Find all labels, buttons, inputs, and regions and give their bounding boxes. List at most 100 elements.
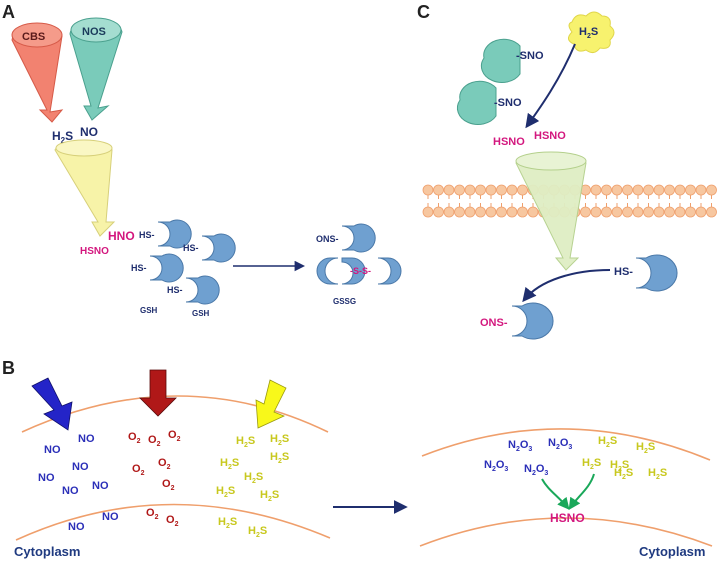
lipid-head (622, 206, 633, 218)
o2-molecule: O2 (146, 507, 159, 521)
lipid-head (674, 206, 686, 218)
c-hs-label: HS- (614, 266, 633, 278)
no-molecule: NO (102, 511, 119, 523)
lipid-head (611, 184, 623, 196)
c-hs-protein (635, 254, 678, 292)
n2o3-molecule: N2O3 (484, 459, 508, 473)
no-molecule: NO (78, 433, 95, 445)
b-cytoplasm-left: Cytoplasm (14, 544, 80, 559)
o2-molecule: O2 (166, 514, 179, 528)
h2s-molecule: H2S (218, 516, 237, 530)
h2s-cloud (568, 11, 615, 54)
h2s-molecule: H2S (636, 441, 655, 455)
lipid-head (433, 206, 444, 218)
h2s-molecule: H2S (270, 451, 289, 465)
lipid-head (443, 184, 455, 196)
h2s-molecule: H2S (260, 489, 279, 503)
lipid-head (517, 184, 528, 196)
ons-protein-a (341, 223, 376, 253)
lipid-head (433, 184, 444, 196)
lipid-head (475, 206, 486, 218)
gsh-protein-2 (201, 233, 236, 263)
no-molecule: NO (72, 461, 89, 473)
c-ons-protein (511, 302, 554, 340)
lipid-head (422, 184, 434, 196)
lipid-head (517, 206, 528, 218)
b-left-inner-membrane (15, 503, 331, 541)
lipid-head (454, 184, 465, 196)
lipid-head (611, 206, 623, 218)
lipid-head (664, 206, 675, 218)
lipid-head (685, 206, 696, 218)
lipid-head (475, 184, 486, 196)
lipid-head (496, 206, 507, 218)
a-hno-label: HNO (108, 229, 135, 243)
h2s-molecule: H2S (220, 457, 239, 471)
b-yellow-arrow (255, 379, 287, 429)
b-red-arrow (139, 369, 177, 417)
a-ons-label: ONS- (316, 234, 339, 244)
a-h2s-label: H2S (52, 129, 73, 145)
lipid-head (496, 184, 507, 196)
b-green-arrow-right (568, 473, 595, 510)
c-sno-label-1: -SNO (516, 50, 544, 62)
o2-molecule: O2 (132, 463, 145, 477)
lipid-head (590, 206, 602, 218)
gsh-protein-3 (149, 253, 184, 283)
hs-label-1: HS- (139, 230, 155, 240)
lipid-head (695, 206, 707, 218)
lipid-head (506, 184, 518, 196)
b-blue-arrow (31, 377, 73, 431)
no-molecule: NO (38, 472, 55, 484)
panel-label-a: A (2, 2, 15, 22)
gsh-label-1: GSH (140, 306, 158, 315)
c-ons-arrow (522, 269, 611, 303)
lipid-head (706, 184, 717, 196)
h2s-molecule: H2S (648, 467, 667, 481)
cbs-label: CBS (22, 31, 45, 43)
no-molecule: NO (68, 521, 85, 533)
o2-molecule: O2 (128, 431, 141, 445)
gsh-protein-4 (185, 275, 220, 305)
c-hsno-label-1: HSNO (493, 136, 525, 148)
lipid-head (622, 184, 633, 196)
lipid-head (527, 206, 539, 218)
o2-molecule: O2 (162, 478, 175, 492)
lipid-head (506, 206, 518, 218)
lipid-head (590, 184, 602, 196)
h2s-molecule: H2S (236, 435, 255, 449)
lipid-head (664, 184, 675, 196)
o2-molecule: O2 (158, 457, 171, 471)
gsh-protein-1 (157, 219, 192, 249)
lipid-head (653, 184, 665, 196)
h2s-molecule: H2S (244, 471, 263, 485)
h2s-molecule: H2S (614, 467, 633, 481)
hs-label-3: HS- (131, 263, 147, 273)
green-funnel (515, 151, 587, 271)
lipid-head (674, 184, 686, 196)
o2-molecule: O2 (168, 429, 181, 443)
h2s-molecule: H2S (598, 435, 617, 449)
lipid-head (601, 206, 612, 218)
a-no-label: NO (80, 125, 98, 139)
hs-label-2: HS- (183, 243, 199, 253)
lipid-head (632, 184, 644, 196)
c-h2s-label: H2S (579, 26, 598, 40)
nos-funnel (69, 17, 123, 121)
c-sno-label-2: -SNO (494, 97, 522, 109)
b-cytoplasm-right: Cytoplasm (639, 544, 705, 559)
h2s-molecule: H2S (582, 457, 601, 471)
b-right-inner-membrane (419, 517, 713, 547)
gssg-label: GSSG (333, 297, 356, 306)
n2o3-molecule: N2O3 (548, 437, 572, 451)
h2s-molecule: H2S (216, 485, 235, 499)
lipid-head (643, 184, 654, 196)
lipid-head (443, 206, 455, 218)
lipid-head (685, 184, 696, 196)
lipid-head (485, 184, 497, 196)
sno-protein-1 (480, 38, 521, 83)
h2s-molecule: H2S (270, 433, 289, 447)
panel-label-c: C (417, 2, 430, 22)
